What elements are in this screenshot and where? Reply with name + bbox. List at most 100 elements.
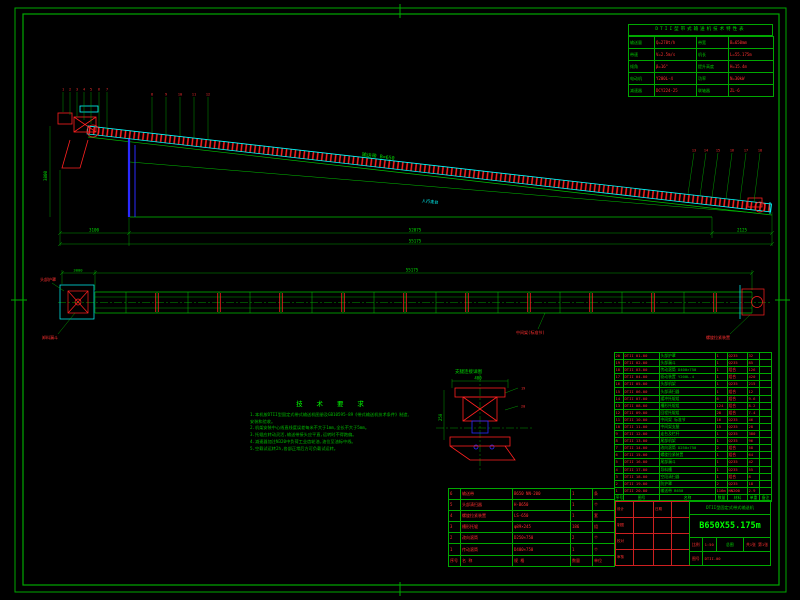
- cell: 缓冲托辊组: [659, 394, 716, 403]
- cell: 12: [747, 387, 760, 396]
- cell: 走台及栏杆: [659, 430, 716, 439]
- cell: DTII 17-00: [623, 465, 660, 474]
- balloon-label: 18: [758, 149, 762, 153]
- param-row: 带速 V=2.5m/s 机长 L=55.175m: [628, 48, 774, 61]
- cell: DTII 10-00: [623, 415, 660, 424]
- cell: [759, 380, 772, 389]
- dim-text: 400: [474, 376, 482, 381]
- cell: 1: [570, 510, 593, 523]
- balloon-label: 16: [730, 149, 734, 153]
- cell: 组合: [727, 366, 748, 375]
- cell: [759, 451, 772, 460]
- balloon-labels-right: 13 14 15 16 17 18: [692, 149, 762, 153]
- cell: [759, 394, 772, 403]
- cell: 18: [614, 366, 624, 375]
- param-label: 联轴器: [696, 84, 729, 97]
- cell: 组: [592, 521, 615, 534]
- cell: 55: [747, 465, 760, 474]
- cell: 尾部漏斗: [659, 458, 716, 467]
- plan-label: 卸料漏斗: [42, 334, 58, 340]
- cell: 12: [614, 408, 624, 417]
- param-label: 机长: [696, 48, 729, 61]
- cell: 头部漏斗: [659, 359, 716, 368]
- cell: 11: [614, 415, 624, 424]
- cell: D250×750: [512, 532, 571, 545]
- cell: 5: [614, 458, 624, 467]
- cell: 1: [570, 499, 593, 512]
- elevation-dimensions: [49, 126, 775, 247]
- cell: DTII 04-00: [623, 373, 660, 382]
- cell: 6: [614, 451, 624, 460]
- bom-row: 12 DTII 09-00 回程托辊组 28 组合 7.4: [614, 408, 772, 417]
- plan-head-detail: [59, 284, 95, 320]
- drawing-type: 总图: [717, 538, 744, 551]
- cell: 14: [614, 394, 624, 403]
- bom-row: 14 DTII 07-00 缓冲托辊组 6 组合 9.6: [614, 394, 772, 403]
- cell: 1: [715, 465, 728, 474]
- bom-row: 11 DTII 10-00 中间架 标准节 16 Q235 46: [614, 415, 772, 424]
- technical-requirement-line: 4.减速器加注N320中负荷工业齿轮油,油位至油标中线。: [250, 438, 356, 444]
- leader-lines-right: [687, 152, 761, 203]
- cell: 1: [448, 543, 461, 556]
- elevation-view: 1 2 3 4 5 6 7 8 9 10 11 12 13 14 15 16 1…: [43, 88, 775, 247]
- param-value: Y200L-4: [654, 72, 697, 85]
- cell: 1: [715, 380, 728, 389]
- cell: 28: [747, 422, 760, 432]
- cell: DTII 05-00: [623, 380, 660, 389]
- cell: Q235: [727, 422, 748, 432]
- technical-requirement-line: 1.本机按DTII型固定式带式输送机图册及GB10595-89《带式输送机技术条…: [250, 412, 412, 424]
- product-name: DTII型固定式带式输送机: [690, 501, 770, 515]
- cell: 组合: [727, 373, 748, 382]
- parts-table: 6 输送带 B650 NN-200 1 条 5 头部清扫器 H-B650 1 个…: [448, 487, 615, 567]
- bom-row: 5 DTII 16-00 尾部漏斗 1 Q235 42: [614, 458, 772, 467]
- cell: 3: [614, 472, 624, 481]
- cell: 15: [614, 387, 624, 396]
- plan-label: 头部护罩: [40, 276, 56, 282]
- drawing-title: B650X55.175m: [690, 515, 770, 538]
- drawing-number-label: 图号: [690, 552, 703, 565]
- param-value: L=55.175m: [728, 48, 774, 61]
- leader-lines-left: [62, 92, 209, 140]
- cell: DTII 02-00: [623, 359, 660, 368]
- cell: 215: [747, 380, 760, 389]
- bom-row: 10 DTII 11-00 中间架支腿 15 Q235 28: [614, 422, 772, 432]
- cell: 头部清扫器: [460, 499, 513, 512]
- param-row: 电动机 Y200L-4 功率 N=30kW: [628, 72, 774, 85]
- param-label: 减速器: [628, 84, 655, 97]
- cell: 组合: [727, 387, 748, 396]
- conveyor-band: [86, 125, 773, 213]
- cell: 20: [614, 351, 624, 361]
- param-value: B=650mm: [728, 36, 774, 49]
- cell: 7.4: [747, 408, 760, 417]
- cell: [633, 549, 654, 566]
- cell: 2: [448, 532, 461, 545]
- signature-row: 设计 日期: [615, 501, 690, 518]
- bom-row: 1 DTII 20-00 输送带 B650 116m NN200 2.9: [614, 486, 772, 495]
- cell: [633, 533, 654, 550]
- cell: 2: [570, 532, 593, 545]
- title-block-right: DTII型固定式带式输送机 B650X55.175m 比例 1:50 总图 共1…: [689, 501, 770, 565]
- cell: 1: [715, 351, 728, 361]
- cell: 驱动装置 Y200L-4: [659, 373, 716, 382]
- scale-label: 比例: [690, 538, 703, 551]
- cell: 1: [570, 487, 593, 501]
- balloon-label: 2: [69, 88, 71, 92]
- dim-text: 52075: [409, 228, 422, 233]
- plan-label: 螺旋拉紧装置: [706, 334, 730, 340]
- cell: 中间架支腿: [659, 422, 716, 432]
- cell: 64: [747, 451, 760, 460]
- cell: [671, 501, 690, 518]
- cell: DTII 08-00: [623, 401, 660, 410]
- cell: 8: [614, 437, 624, 446]
- cell: [653, 517, 672, 534]
- cell: [759, 430, 772, 439]
- cell: DTII 14-00: [623, 444, 660, 453]
- cell: 1: [715, 387, 728, 396]
- cell: H-B650: [512, 499, 571, 512]
- param-label: 电动机: [628, 72, 655, 85]
- cell: DTII 07-00: [623, 394, 660, 403]
- cell: 46: [747, 415, 760, 424]
- technical-requirement-line: 3.托辊应转动灵活,输送带接头应平直,运转时不得跑偏。: [250, 432, 357, 438]
- head-assembly: [57, 105, 100, 169]
